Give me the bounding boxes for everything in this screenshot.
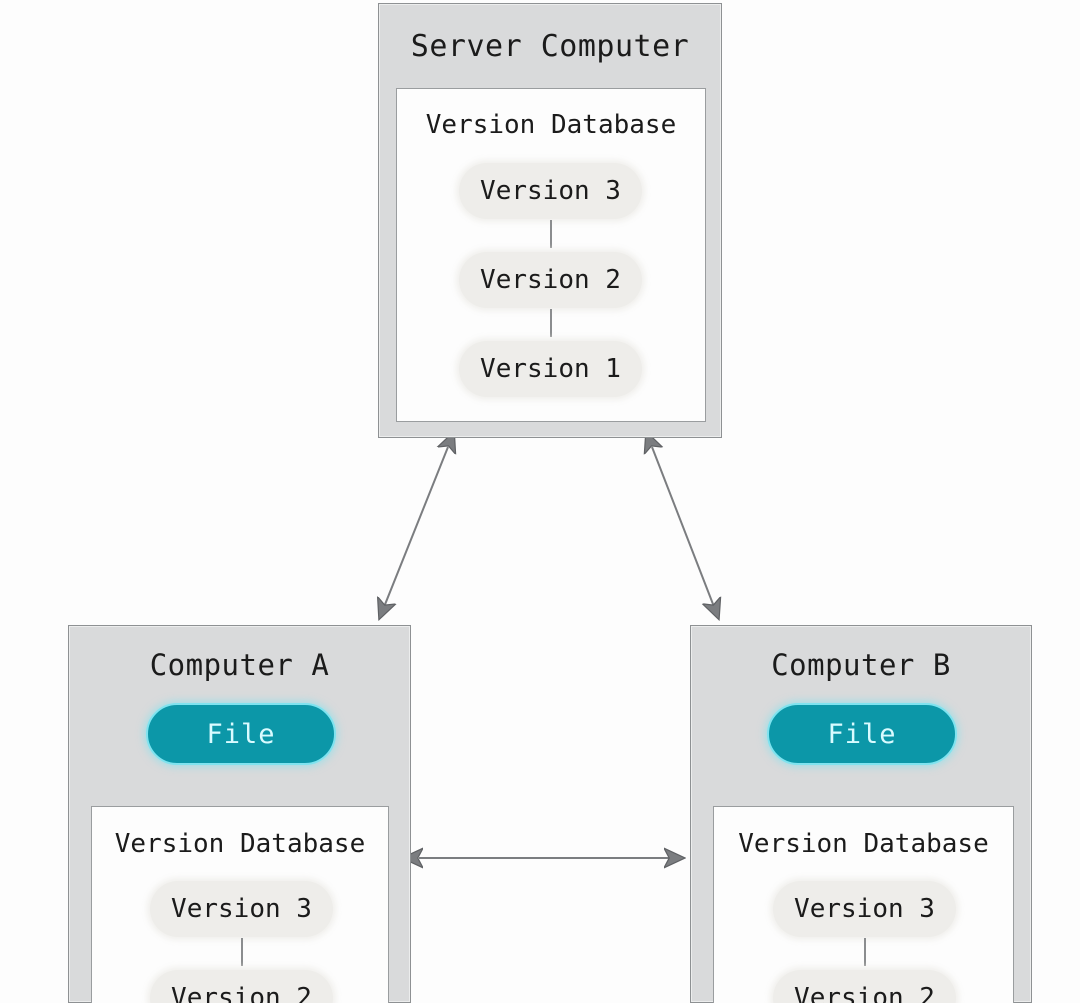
computer-b-file-label: File <box>827 718 897 750</box>
computer-a-version-pill-3[interactable]: Version 3 <box>150 881 333 937</box>
server-version-pill-1[interactable]: Version 1 <box>459 341 642 397</box>
computer-a-version-pill-2[interactable]: Version 2 <box>150 970 333 1003</box>
computer-b-version-pill-2-label: Version 2 <box>794 983 935 1003</box>
server-computer-title: Server Computer <box>410 29 690 64</box>
computer-a-version-database-panel[interactable]: Version Database Version 3 Version 2 <box>91 806 389 1003</box>
server-version-pill-3[interactable]: Version 3 <box>459 163 642 219</box>
computer-b-version-pill-2[interactable]: Version 2 <box>773 970 956 1003</box>
computer-b-version-database-title: Version Database <box>738 829 989 859</box>
computer-a-version-database-title: Version Database <box>114 829 366 859</box>
server-computer-box[interactable]: Server Computer Version Database Version… <box>378 3 722 438</box>
computer-b-version-link-3-2 <box>864 938 866 966</box>
server-version-pill-2[interactable]: Version 2 <box>459 252 642 308</box>
server-version-link-2-1 <box>550 309 552 337</box>
server-version-pill-3-label: Version 3 <box>480 176 621 206</box>
computer-a-file-label: File <box>206 718 276 750</box>
computer-b-file-pill[interactable]: File <box>767 703 957 765</box>
computer-a-file-pill[interactable]: File <box>146 703 336 765</box>
computer-a-version-pill-3-label: Version 3 <box>171 894 312 924</box>
server-version-database-title: Version Database <box>425 110 677 140</box>
computer-b-version-database-panel[interactable]: Version Database Version 3 Version 2 <box>713 806 1014 1003</box>
arrow-server-to-computer-b <box>652 447 718 617</box>
computer-a-title: Computer A <box>149 648 330 682</box>
computer-b-version-pill-3-label: Version 3 <box>794 894 935 924</box>
computer-b-box[interactable]: Computer B File Version Database Version… <box>690 625 1032 1003</box>
computer-b-title: Computer B <box>771 648 951 682</box>
arrow-server-to-computer-a <box>380 447 448 617</box>
server-version-database-panel[interactable]: Version Database Version 3 Version 2 Ver… <box>396 88 706 422</box>
computer-a-version-link-3-2 <box>241 938 243 966</box>
computer-a-version-pill-2-label: Version 2 <box>171 983 312 1003</box>
server-version-link-3-2 <box>550 220 552 248</box>
server-version-pill-2-label: Version 2 <box>480 265 621 295</box>
server-version-pill-1-label: Version 1 <box>480 354 621 384</box>
computer-a-box[interactable]: Computer A File Version Database Version… <box>68 625 411 1003</box>
computer-b-version-pill-3[interactable]: Version 3 <box>773 881 956 937</box>
